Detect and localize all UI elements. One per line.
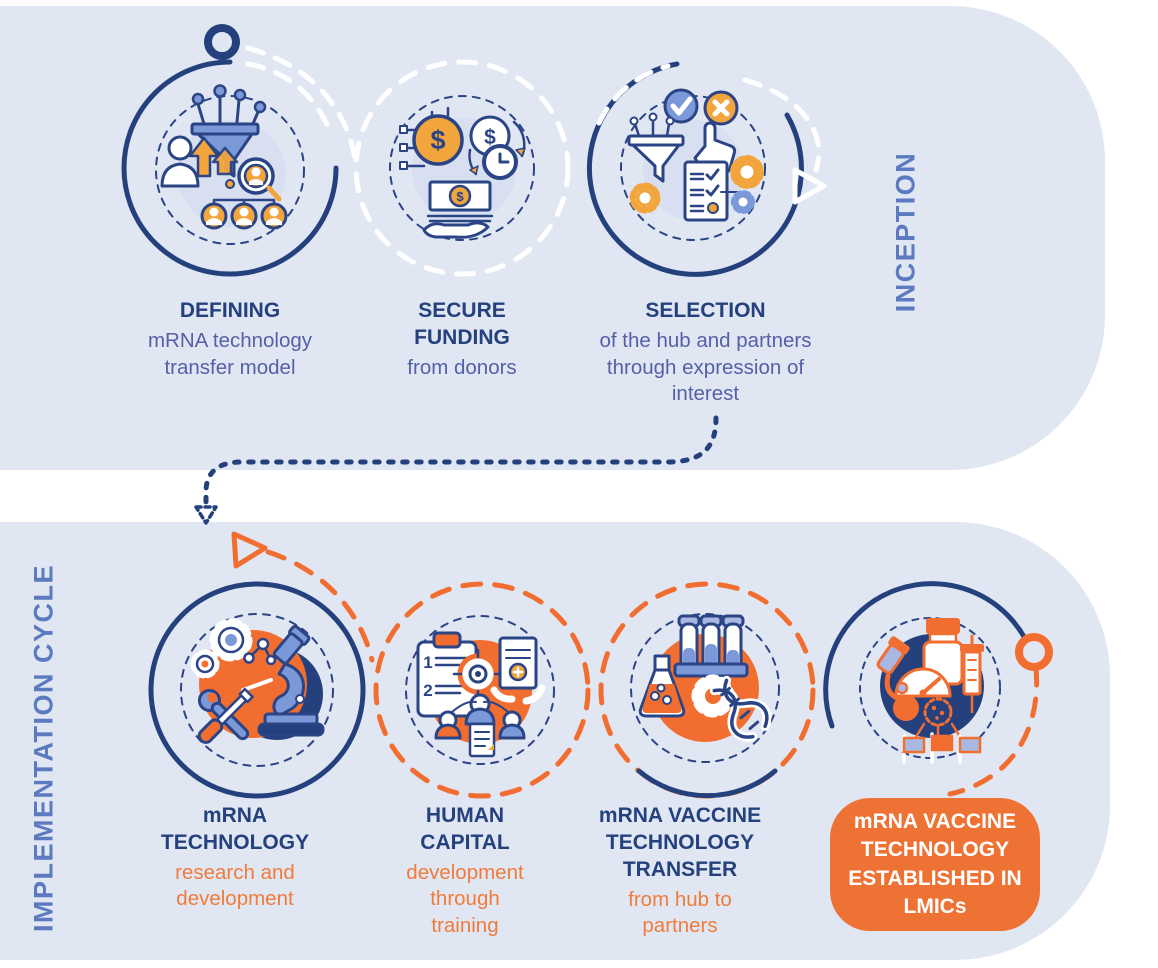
selection-checklist-icon [620, 88, 766, 241]
step-secure-funding-label: SECURE FUNDING from donors [352, 298, 572, 381]
vaccine-established-icon [859, 617, 1001, 764]
start-ring-marker [204, 24, 240, 60]
step1-circle [121, 59, 339, 277]
step-subtitle: of the hub and partners through expressi… [599, 328, 812, 406]
step-subtitle: from hub to partners [628, 887, 732, 938]
step-subtitle: mRNA technology transfer model [147, 328, 313, 379]
funding-icon: $ $ $ [389, 95, 535, 241]
step4-circle [148, 581, 366, 799]
step5-circle [373, 581, 591, 799]
step-subtitle: development through training [406, 860, 524, 938]
step6-navy-arc [636, 768, 778, 799]
step2-circle [353, 59, 571, 277]
step-title: SECURE FUNDING [414, 299, 510, 349]
step-mrna-technology-label: mRNA TECHNOLOGY research and development [125, 803, 345, 913]
step-title: HUMAN CAPITAL [420, 804, 510, 854]
step-selection-label: SELECTION of the hub and partners throug… [578, 298, 833, 408]
technology-transfer-icon [630, 613, 780, 763]
svg-text:$: $ [484, 126, 496, 149]
step-subtitle: from donors [407, 355, 517, 379]
step-title: mRNA VACCINE TECHNOLOGY TRANSFER [598, 804, 762, 881]
step3-dashed-arc [596, 63, 671, 126]
implementation-section-label: IMPLEMENTATION CYCLE [28, 564, 59, 932]
step-title: DEFINING [179, 299, 281, 322]
step-title: SELECTION [645, 299, 766, 322]
inception-panel [0, 6, 1105, 470]
step-defining-label: DEFINING mRNA technology transfer model [120, 298, 340, 381]
step-vaccine-established-highlight-box: mRNA VACCINE TECHNOLOGY ESTABLISHED IN L… [830, 798, 1040, 931]
step-title: mRNA TECHNOLOGY [160, 804, 310, 854]
step-technology-transfer-label: mRNA VACCINE TECHNOLOGY TRANSFER from hu… [580, 803, 780, 940]
step-human-capital-label: HUMAN CAPITAL development through traini… [360, 803, 570, 940]
research-development-icon [180, 613, 334, 767]
highlight-box-text: mRNA VACCINE TECHNOLOGY ESTABLISHED IN L… [848, 809, 1022, 918]
end-ring-marker [1015, 633, 1053, 671]
step7-circle [823, 581, 1035, 729]
step-subtitle: research and development [175, 860, 295, 911]
human-capital-training-icon: 1 2 [405, 615, 555, 765]
inception-section-label: INCEPTION [890, 151, 921, 313]
connector-3-arrow [742, 77, 822, 173]
inception-forward-arrow-icon [792, 167, 827, 205]
svg-text:$: $ [456, 189, 464, 204]
step1-dashed-arc [245, 61, 333, 135]
svg-text:1: 1 [423, 653, 432, 672]
talent-funnel-icon [155, 84, 305, 245]
connector-4-5 [265, 549, 375, 663]
down-arrowhead-icon [194, 505, 218, 525]
connector-1-2 [245, 45, 359, 168]
implementation-start-arrow-icon [231, 531, 268, 569]
section-connector-dotted-line [203, 415, 719, 507]
svg-text:$: $ [430, 125, 445, 155]
svg-text:2: 2 [423, 681, 432, 700]
